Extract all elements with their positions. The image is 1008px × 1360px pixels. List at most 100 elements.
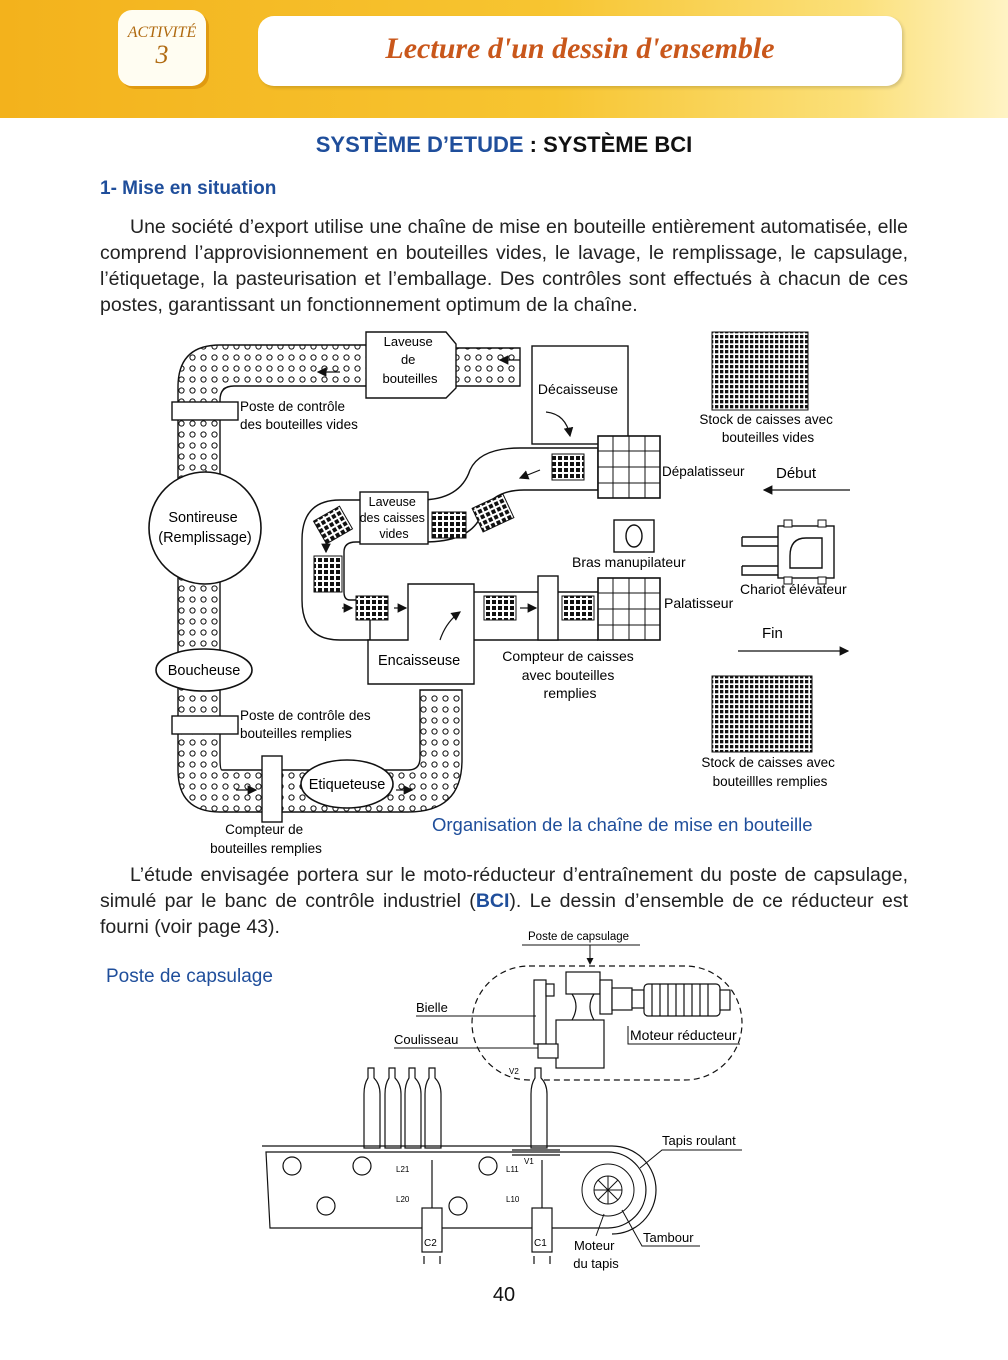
- robot-arm-gripper-icon: [625, 524, 643, 548]
- sensor-l11-label: L11: [506, 1165, 519, 1174]
- sensor-l20-label: L20: [396, 1195, 410, 1204]
- sensor-l21-label: L21: [396, 1165, 410, 1174]
- forklift-label: Chariot élévateur: [740, 581, 847, 597]
- empty-bottle-control-line1: Poste de contrôle: [240, 399, 345, 414]
- caser: [367, 583, 475, 685]
- crate-conveyor-lower: [474, 591, 598, 641]
- crate: [551, 453, 585, 481]
- activity-label: ACTIVITÉ: [127, 24, 197, 41]
- full-bottle-control-line1: Poste de contrôle des: [240, 708, 371, 723]
- activity-number: 3: [155, 40, 169, 69]
- filler-machine-label: Sontireuse (Remplissage): [158, 510, 251, 546]
- study-paragraph-before: L’étude envisagée portera sur le moto-ré…: [100, 864, 908, 912]
- crate-washer-line3: vides: [379, 527, 408, 541]
- robot-arm-label: Bras manupilateur: [572, 554, 686, 570]
- filler-machine: [148, 471, 262, 585]
- bottling-line-diagram: Laveuse de bouteilles Décaisseuse Stock …: [148, 331, 850, 856]
- crate-washer-label: Laveuse des caisses vides: [360, 495, 429, 541]
- crate-washer-line1: Laveuse: [369, 495, 416, 509]
- belt-motor-line2: du tapis: [573, 1256, 619, 1271]
- capper: [155, 648, 253, 692]
- end-label: Fin: [762, 625, 783, 642]
- empty-bottle-control-station: [171, 401, 239, 421]
- crate-counter-line3: remplies: [544, 685, 597, 701]
- arrow-icon: [518, 469, 541, 480]
- full-crates-line2: bouteillles remplies: [713, 774, 828, 789]
- capping-enclosure: [471, 965, 743, 1081]
- crate: [355, 595, 389, 621]
- palletizer: [597, 577, 661, 641]
- header-banner: ACTIVITÉ 3 Lecture d'un dessin d'ensembl…: [0, 0, 1008, 118]
- uncaser-label: Décaisseuse: [538, 381, 618, 397]
- drum-label: Tambour: [643, 1230, 694, 1245]
- page-number: 40: [492, 1284, 516, 1306]
- empty-bottle-control-line2: des bouteilles vides: [240, 417, 358, 432]
- crate: [471, 493, 515, 533]
- conveyor-rollers: [282, 1156, 498, 1216]
- gear-motor-leader: [627, 1026, 740, 1045]
- bottle-washer-line2: de: [401, 352, 415, 367]
- drum-icon: [581, 1163, 635, 1217]
- full-crates-stock-label: Stock de caisses avec bouteillles rempli…: [701, 755, 838, 789]
- bottle-washer-line3: bouteilles: [383, 371, 438, 386]
- sensor-l10-label: L10: [506, 1195, 520, 1204]
- capping-station-caption: Poste de capsulage: [106, 966, 273, 987]
- connecting-rod-label: Bielle: [416, 1000, 448, 1015]
- empty-crates-stock: [711, 331, 809, 411]
- activity-title-box: Lecture d'un dessin d'ensemble: [258, 16, 902, 86]
- labeler-label: Etiqueteuse: [309, 777, 386, 793]
- crate-washer-line2: des caisses: [360, 511, 425, 525]
- bottle-washer: [365, 331, 457, 399]
- crate-counter-label: Compteur de caisses avec bouteilles remp…: [502, 648, 637, 701]
- crate-counter: [537, 575, 559, 641]
- section-title: 1- Mise en situation: [100, 178, 277, 199]
- empty-crates-stock-label: Stock de caisses avec bouteilles vides: [699, 412, 836, 445]
- activity-title: Lecture d'un dessin d'ensemble: [385, 32, 775, 65]
- empty-bottle-control-label: Poste de contrôle des bouteilles vides: [240, 399, 358, 432]
- crate-washer: [359, 491, 429, 545]
- conveyor-belt-label: Tapis roulant: [662, 1133, 736, 1148]
- bottle-counter: [261, 755, 283, 823]
- full-crates-line1: Stock de caisses avec: [701, 755, 835, 770]
- belt-motor-line1: Moteur: [574, 1238, 615, 1253]
- palletizer-label: Palatisseur: [664, 595, 734, 611]
- system-heading: SYSTÈME D’ETUDE : SYSTÈME BCI: [0, 132, 1008, 158]
- sensor-v1-label: V1: [524, 1157, 534, 1166]
- bottle-counter-label: Compteur de bouteilles remplies: [210, 822, 322, 856]
- uncaser: [531, 345, 629, 445]
- cylinders: [421, 1160, 553, 1264]
- study-paragraph-after: ). Le dessin d’ensemble de ce réducteur …: [100, 890, 908, 938]
- empty-crates-line1: Stock de caisses avec: [699, 412, 833, 427]
- bottle-group: [363, 1067, 548, 1149]
- caser-label: Encaisseuse: [378, 653, 460, 669]
- filler-line2: (Remplissage): [158, 530, 251, 546]
- intro-paragraph: Une société d’export utilise une chaîne …: [100, 216, 908, 316]
- curved-arrow-icon: [545, 411, 574, 438]
- capping-station-label: Poste de capsulage: [528, 931, 629, 943]
- drum-leader: [621, 1209, 700, 1247]
- full-bottle-control-station: [171, 715, 239, 735]
- conveyor-belt: [262, 1145, 657, 1235]
- curved-arrow-icon: [439, 611, 461, 641]
- crate: [483, 595, 517, 621]
- crate-counter-line2: avec bouteilles: [522, 667, 615, 683]
- sensor-labels: L21 L11 L20 L10 V1: [396, 1157, 534, 1204]
- study-paragraph: L’étude envisagée portera sur le moto-ré…: [100, 862, 908, 940]
- capping-station-diagram: Poste de capsulage Bielle Coulisseau Mot…: [262, 931, 743, 1271]
- crate: [561, 595, 595, 621]
- system-heading-name: SYSTÈME BCI: [543, 132, 693, 157]
- start-label: Début: [776, 465, 817, 482]
- depalletizer: [597, 435, 661, 499]
- filler-line1: Sontireuse: [168, 510, 237, 526]
- labeler: [300, 759, 394, 809]
- bottle-washer-line1: Laveuse: [384, 334, 433, 349]
- bottle-counter-line2: bouteilles remplies: [210, 841, 322, 856]
- system-heading-prefix: SYSTÈME D’ETUDE: [315, 132, 524, 157]
- crate: [431, 511, 467, 539]
- crate: [313, 555, 343, 593]
- bottle-washer-label: Laveuse de bouteilles: [383, 334, 438, 386]
- capper-label: Boucheuse: [168, 663, 241, 679]
- depalletizer-label: Dépalatisseur: [662, 464, 745, 479]
- study-paragraph-bci: BCI: [475, 890, 510, 912]
- full-crates-stock: [711, 675, 813, 753]
